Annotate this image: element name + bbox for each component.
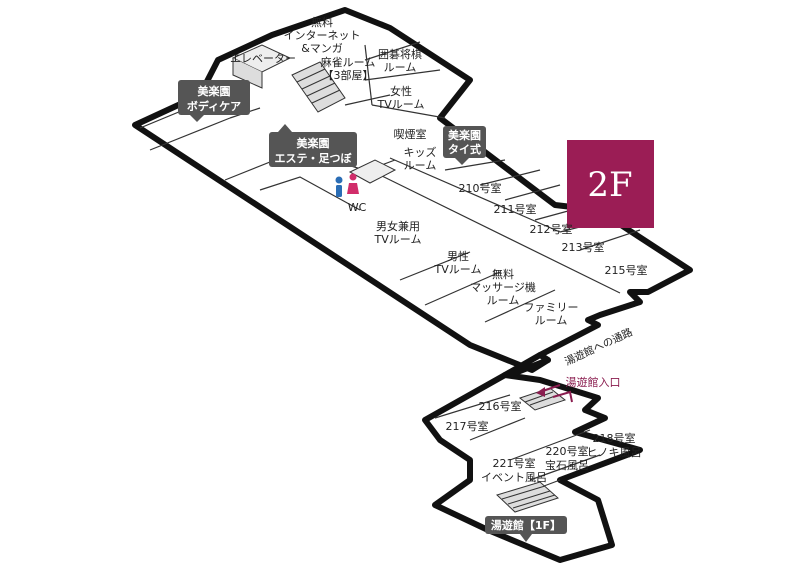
label-women-tv: 女性 TVルーム — [377, 84, 425, 111]
svg-text:湯遊館【1F】: 湯遊館【1F】 — [491, 518, 561, 532]
label-entrance[interactable]: 湯遊館入口 — [566, 375, 621, 389]
room-211: 211号室 — [494, 202, 537, 216]
badge-thai[interactable]: 美楽園 タイ式 — [443, 126, 486, 165]
room-216: 216号室 — [479, 399, 522, 413]
svg-text:TVルーム: TVルーム — [377, 98, 425, 111]
label-wc: WC — [348, 201, 367, 214]
svg-text:囲碁将棋: 囲碁将棋 — [378, 47, 422, 61]
svg-text:220号室: 220号室 — [546, 444, 589, 458]
svg-text:無料: 無料 — [492, 267, 514, 281]
floor-label: 2F — [587, 165, 632, 205]
lower-stairs-icon — [496, 481, 559, 513]
svg-text:ルーム: ルーム — [535, 314, 568, 327]
svg-text:キッズ: キッズ — [404, 145, 437, 159]
room-212: 212号室 — [530, 222, 573, 236]
svg-text:【3部屋】: 【3部屋】 — [323, 68, 374, 82]
svg-text:TVルーム: TVルーム — [434, 263, 482, 276]
label-elevator: エレベーター — [230, 52, 296, 65]
room-213: 213号室 — [562, 240, 605, 254]
svg-text:エステ・足つぼ: エステ・足つぼ — [275, 152, 353, 165]
svg-text:ヒノキ風呂: ヒノキ風呂 — [587, 446, 642, 459]
svg-text:無料: 無料 — [311, 15, 333, 29]
elevator-icon — [231, 44, 292, 89]
label-unisex-tv: 男女兼用 TVルーム — [374, 219, 422, 246]
label-igo: 囲碁将棋 ルーム — [378, 47, 422, 74]
svg-text:221号室: 221号室 — [493, 456, 536, 470]
svg-text:ボディケア: ボディケア — [187, 99, 241, 113]
male-restroom-icon — [335, 176, 343, 197]
room-221: 221号室 イベント風呂 — [481, 456, 547, 484]
label-smoking: 喫煙室 — [394, 127, 427, 141]
label-men-tv: 男性 TVルーム — [434, 249, 482, 276]
room-220: 220号室 宝石風呂 — [545, 444, 589, 472]
svg-text:美楽園: 美楽園 — [297, 136, 330, 150]
svg-text:イベント風呂: イベント風呂 — [481, 471, 547, 484]
label-manga: 無料 インターネット &マンガ — [284, 15, 361, 55]
svg-text:ルーム: ルーム — [404, 159, 437, 172]
room-210: 210号室 — [459, 181, 502, 195]
stairs-icon — [291, 61, 346, 113]
room-218: 218号室 ヒノキ風呂 — [587, 431, 642, 459]
svg-text:インターネット: インターネット — [284, 29, 361, 42]
svg-text:ルーム: ルーム — [384, 61, 417, 74]
svg-text:ルーム: ルーム — [487, 294, 520, 307]
wc-block — [348, 159, 397, 184]
svg-text:美楽園: 美楽園 — [198, 84, 231, 98]
entrance-arrow-icon — [536, 384, 573, 403]
svg-text:マッサージ機: マッサージ機 — [470, 280, 536, 294]
svg-text:宝石風呂: 宝石風呂 — [545, 458, 589, 472]
svg-text:男女兼用: 男女兼用 — [376, 219, 420, 233]
label-kids: キッズ ルーム — [404, 145, 437, 172]
svg-text:TVルーム: TVルーム — [374, 233, 422, 246]
badge-esthe[interactable]: 美楽園 エステ・足つぼ — [269, 124, 357, 167]
svg-text:女性: 女性 — [390, 84, 412, 98]
svg-text:タイ式: タイ式 — [448, 142, 481, 156]
floor-badge — [567, 140, 654, 228]
female-restroom-icon — [347, 173, 359, 194]
svg-text:男性: 男性 — [447, 249, 469, 263]
label-massage: 無料 マッサージ機 ルーム — [470, 267, 536, 307]
label-family: ファミリー ルーム — [524, 301, 579, 327]
room-215: 215号室 — [605, 263, 648, 277]
svg-text:&マンガ: &マンガ — [301, 42, 343, 55]
svg-text:ファミリー: ファミリー — [524, 301, 579, 314]
label-mahjong: 麻雀ルーム 【3部屋】 — [321, 55, 376, 82]
svg-text:麻雀ルーム: 麻雀ルーム — [321, 55, 376, 69]
badge-yuyukan[interactable]: 湯遊館【1F】 — [485, 516, 567, 542]
room-217: 217号室 — [446, 419, 489, 433]
annex-outline — [422, 372, 643, 563]
badge-bodycare[interactable]: 美楽園 ボディケア — [178, 80, 250, 122]
svg-text:218号室: 218号室 — [593, 431, 636, 445]
passage-outline — [502, 352, 551, 378]
svg-text:美楽園: 美楽園 — [448, 128, 481, 142]
